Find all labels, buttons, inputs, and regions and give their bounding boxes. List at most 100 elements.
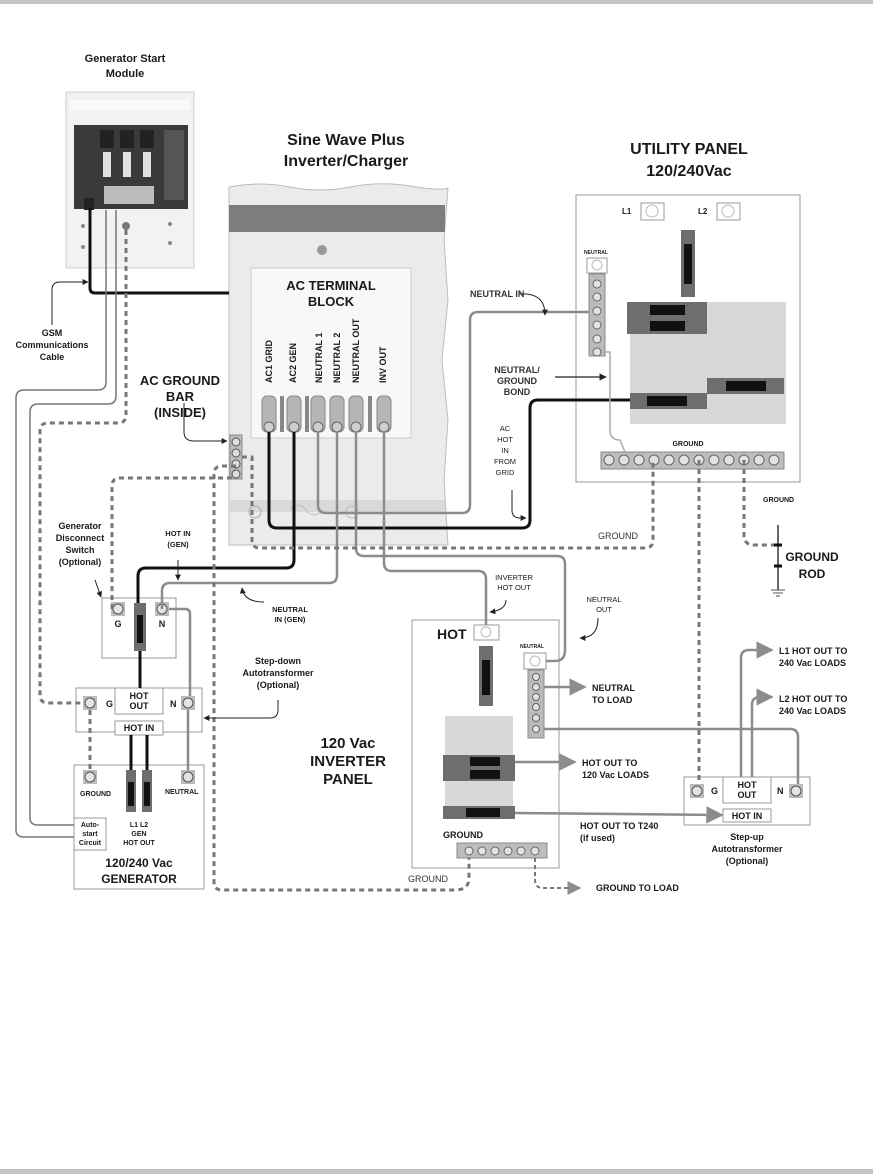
ground-bar-label-1: AC GROUND [140,373,220,388]
utility-neutral-label: NEUTRAL [584,250,608,256]
wire-hot-out-t240 [514,806,724,824]
l1-out-1: L1 HOT OUT TO [779,646,847,656]
utility-title-2: 120/240Vac [646,163,732,180]
gen-hot-out-1: L1 L2 [130,822,148,829]
gen-hot-out-3: HOT OUT [123,840,155,847]
l1-out-2: 240 Vac LOADS [779,658,846,668]
ground-mid-label: GROUND [598,531,638,541]
gsm-cable-label-3: Cable [40,352,65,362]
gen-disconnect-4: (Optional) [59,557,102,567]
generator-start-module: Generator Start Module [65,53,195,269]
stepup-n-label: N [777,786,784,796]
gen-disconnect-3: Switch [65,545,94,555]
ground-rod-symbol [771,525,785,597]
l2-out-2: 240 Vac LOADS [779,706,846,716]
switch-n-label: N [159,619,166,629]
wire-l2-out [750,688,774,777]
ground-util-label: GROUND [763,497,794,504]
gsm-cable-label-1: GSM [42,328,63,338]
wire-ground-gen-switch [110,476,232,609]
inverter-hot-out-2: HOT OUT [497,583,531,592]
wire-neutral-2 [160,432,339,609]
top-border [0,0,873,4]
xfmr-g-label: G [106,699,113,709]
stepdown-label-2: Autotransformer [242,668,314,678]
autostart-1: Auto- [81,822,100,829]
gsm-cable-label-2: Communications [15,340,88,350]
utility-ground-label: GROUND [672,441,703,448]
stepdown-autotransformer: G HOT OUT N HOT IN [75,687,203,736]
wire-l1-out [739,641,774,777]
stepup-label-1: Step-up [730,832,764,842]
terminal-label-neutral-2: NEUTRAL 2 [332,333,342,383]
switch-g-label: G [114,619,121,629]
wire-neutral-ground-bond [605,351,626,453]
utility-l2-label: L2 [698,207,708,216]
stepup-hot-in: HOT IN [732,811,763,821]
stepup-hot-out-2: OUT [738,790,758,800]
wire-neutral-stepup [544,727,800,784]
wire-ground-inverter-panel [212,464,471,892]
inv-hot-label: HOT [437,626,467,642]
inverter-stripe [229,205,445,232]
autostart-3: Circuit [79,840,102,847]
ac-hot-in-1: AC [500,424,511,433]
wire-gsm-comm [88,208,229,295]
wires [15,208,800,895]
ng-bond-label-2: GROUND [497,376,537,386]
terminal-block-title-2: BLOCK [308,294,355,309]
generator-title-1: 120/240 Vac [105,856,173,870]
ng-bond-label-3: BOND [504,387,531,397]
hot-out-t240-1: HOT OUT TO T240 [580,821,658,831]
gen-hot-out-2: GEN [131,831,146,838]
stepup-g-label: G [711,786,718,796]
generator-title-2: GENERATOR [101,872,177,886]
gen-disconnect-2: Disconnect [56,533,105,543]
stepdown-label-1: Step-down [255,656,301,666]
stepup-label-3: (Optional) [726,856,769,866]
ground-bottom-label: GROUND [408,874,448,884]
inverter-panel: 120 Vac INVERTER PANEL HOT NEUTRAL GROUN… [310,619,560,869]
neutral-in-label: NEUTRAL IN [470,289,524,299]
inverter-panel-title-2: INVERTER [310,753,386,770]
hot-out-t240-2: (if used) [580,833,615,843]
terminal-label-neutral-1: NEUTRAL 1 [314,333,324,383]
wire-neutral-out [354,432,567,663]
ng-bond-label-1: NEUTRAL/ [494,365,540,375]
hot-in-gen-2: (GEN) [167,540,189,549]
stepdown-label-3: (Optional) [257,680,300,690]
wire-ac1-grid [267,398,630,530]
inverter-panel-title-1: 120 Vac [320,735,375,752]
utility-title-1: UTILITY PANEL [630,141,748,158]
utility-l1-label: L1 [622,207,632,216]
inverter-hot-out-1: INVERTER [495,573,533,582]
inverter-title-1: Sine Wave Plus [287,132,405,149]
wire-inv-out [382,432,488,625]
l2-out-1: L2 HOT OUT TO [779,694,847,704]
ac-hot-in-2: HOT [497,435,513,444]
neutral-in-gen-1: NEUTRAL [272,605,308,614]
terminal-block-title-1: AC TERMINAL [286,278,376,293]
stepdown-hot-out-2: OUT [130,701,150,711]
ground-bar-label-2: BAR [166,389,195,404]
wire-neutral-1 [316,310,589,515]
wire-ground-to-load [534,858,582,895]
inv-neutral-label: NEUTRAL [520,644,544,650]
inverter-panel-title-3: PANEL [323,771,373,788]
inverter-charger: Sine Wave Plus Inverter/Charger AC TERMI… [228,132,449,546]
neutral-out-2: OUT [596,605,612,614]
inv-ground-label: GROUND [443,830,483,840]
ground-rod-label-1: GROUND [785,550,839,564]
inverter-title-2: Inverter/Charger [284,153,409,170]
neutral-to-load-1: NEUTRAL [592,683,635,693]
utility-breakers [627,302,784,409]
autostart-circuit [73,817,107,851]
terminal-label-ac2-gen: AC2 GEN [288,343,298,383]
terminal-label-inv-out: INV OUT [378,346,388,383]
ground-to-load-label: GROUND TO LOAD [596,883,679,893]
gsm-title-2: Module [106,68,145,80]
annotations: GSM Communications Cable AC GROUND BAR (… [15,289,847,893]
utility-panel: UTILITY PANEL 120/240Vac L1 L2 NEUTRAL G… [575,141,801,483]
hot-out-120-1: HOT OUT TO [582,758,637,768]
